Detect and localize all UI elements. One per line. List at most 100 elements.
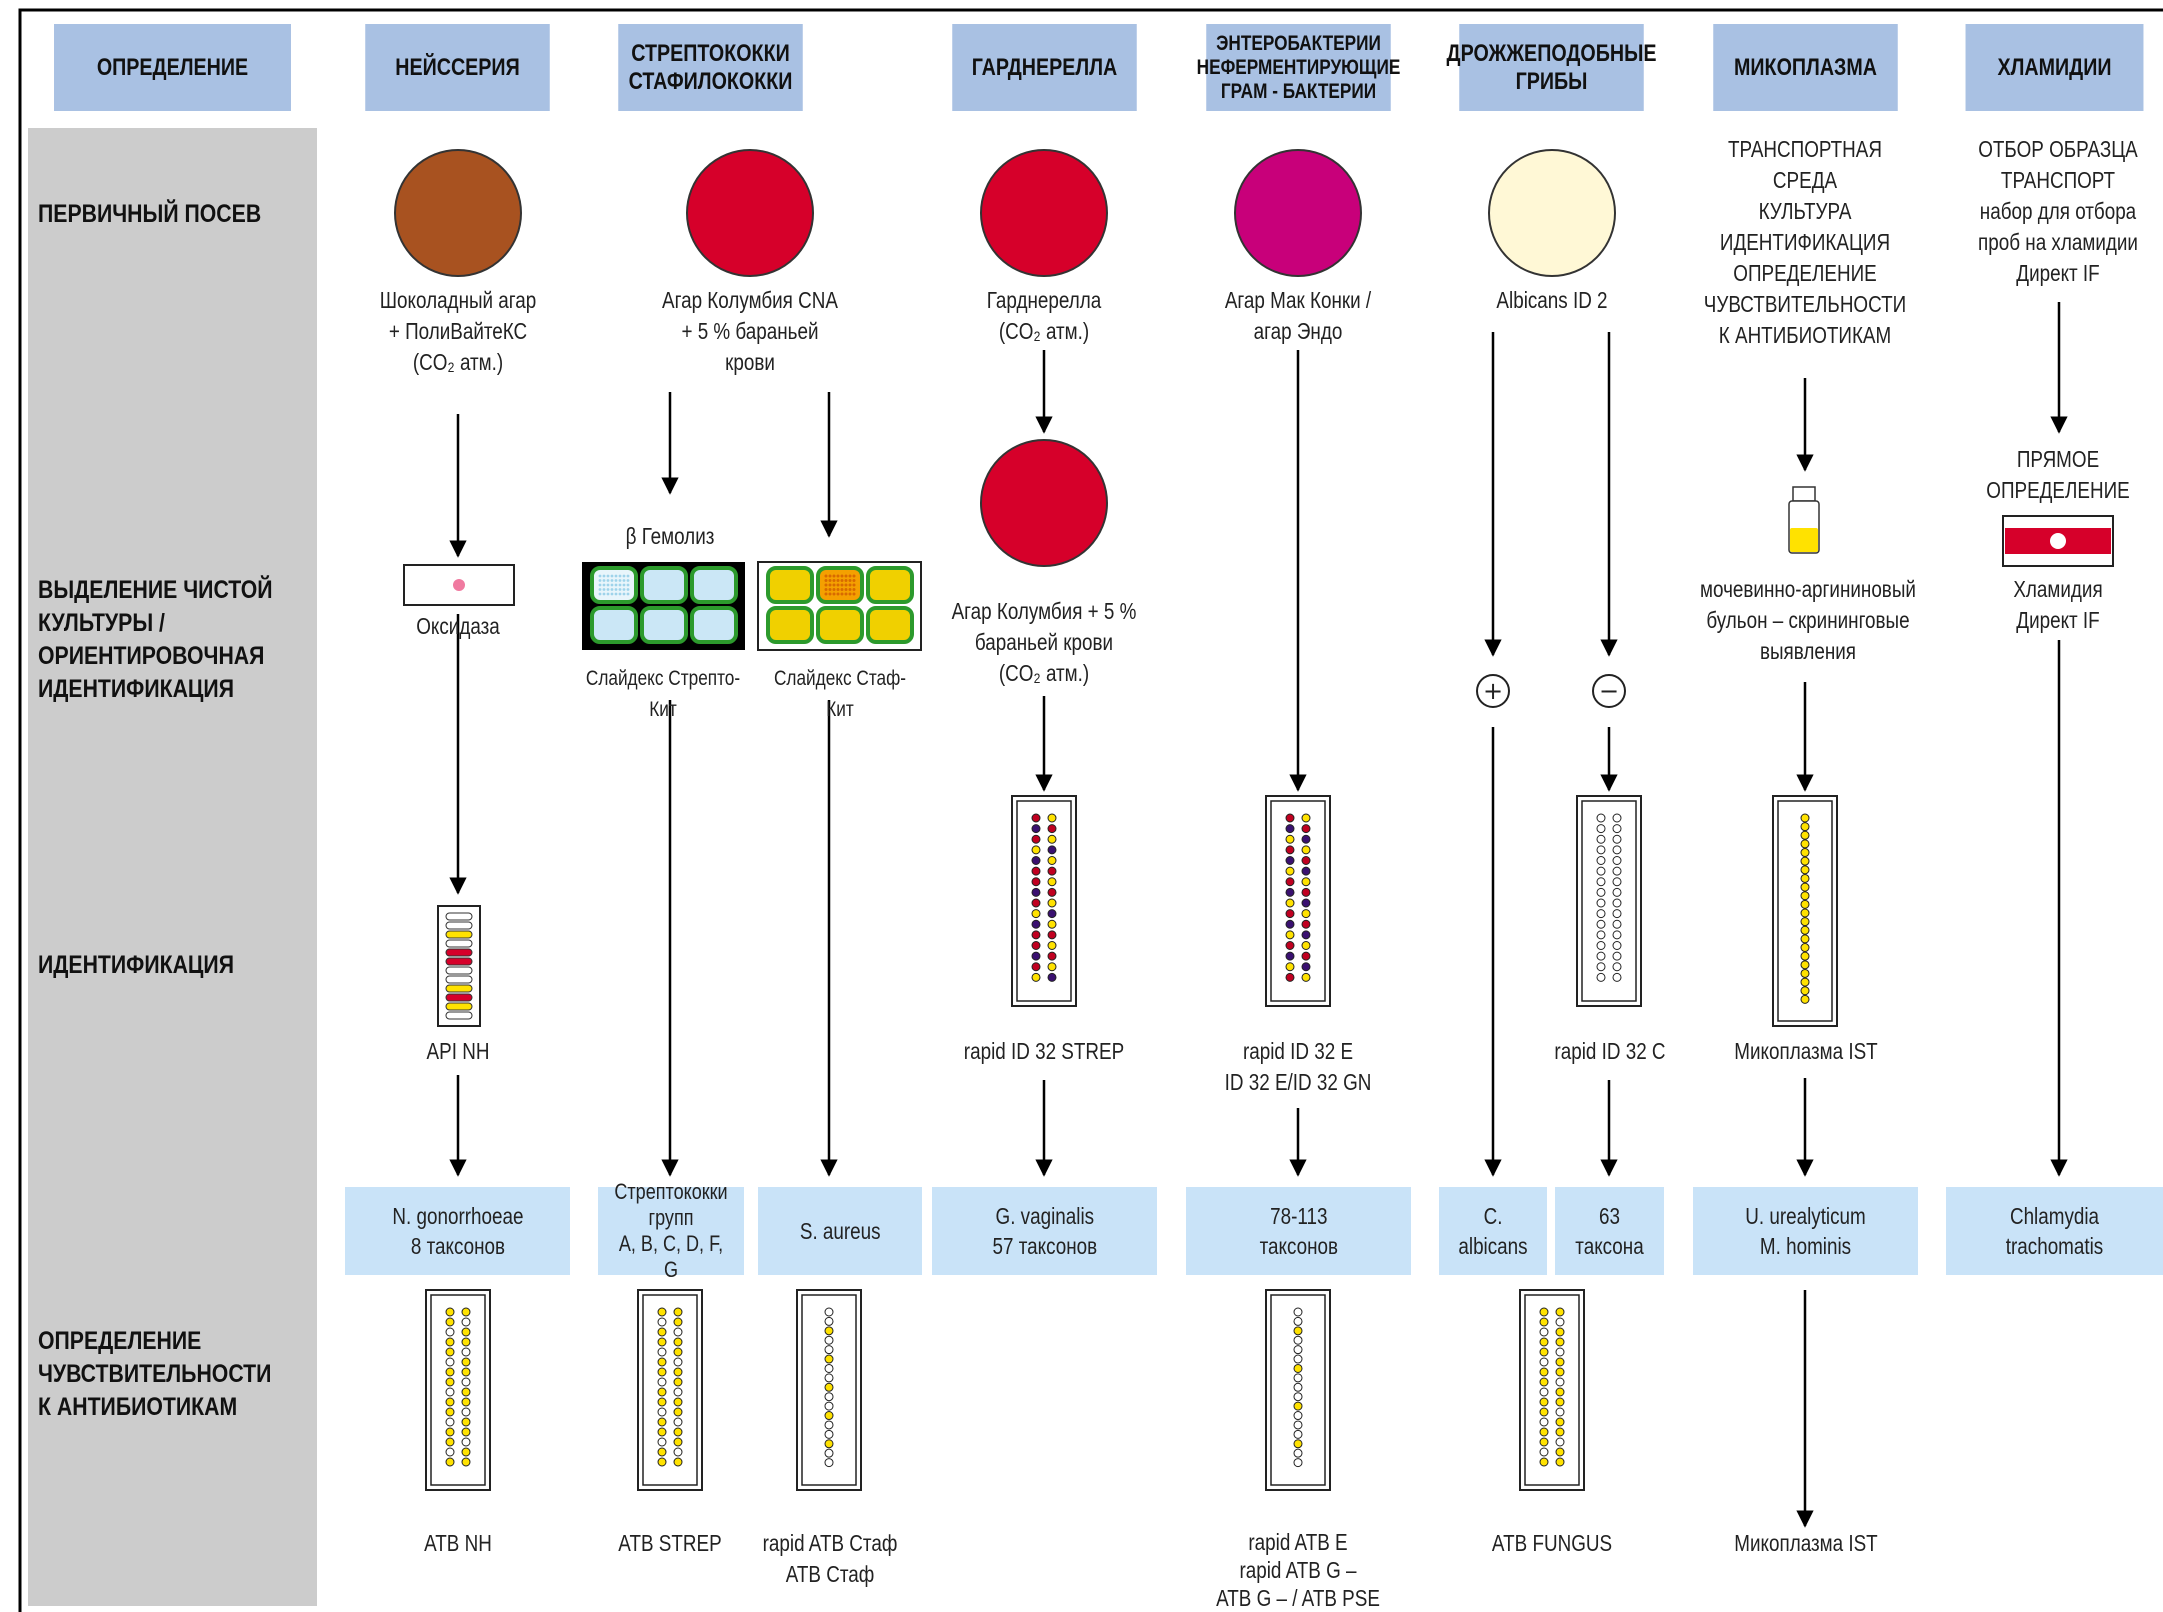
agglutination-dot [602, 588, 606, 591]
card-well [1031, 887, 1041, 897]
card-well [445, 1317, 455, 1327]
card-well [1285, 813, 1295, 823]
api-cupule [445, 957, 473, 966]
agglutination-dot [606, 592, 610, 596]
card-window [801, 1294, 857, 1486]
card-well [1293, 1373, 1303, 1383]
result-text: S. aureus [799, 1218, 881, 1244]
card-well [657, 1407, 667, 1417]
card-well [1293, 1392, 1303, 1402]
card-atb-nh [425, 1289, 491, 1491]
card-well [1539, 1417, 1549, 1427]
agglutination-dot [852, 579, 856, 582]
card-well [824, 1354, 834, 1364]
api-cupule [445, 993, 473, 1002]
card-well [1031, 919, 1041, 929]
card-well [657, 1427, 667, 1437]
card-well [1612, 887, 1622, 897]
card-well [1555, 1407, 1565, 1417]
card-well [1293, 1429, 1303, 1439]
card-well [673, 1377, 683, 1387]
card-well [1301, 813, 1311, 823]
card-well [1555, 1347, 1565, 1357]
agglutination-dot [840, 574, 844, 578]
label-oxidase: Оксидаза [416, 613, 500, 639]
card-well [1555, 1337, 1565, 1347]
card-well [1031, 834, 1041, 844]
agglutination-dot [602, 574, 606, 578]
header-text-line2: НЕФЕРМЕНТИРУЮЩИЕ [1196, 55, 1401, 79]
card-well [1047, 887, 1057, 897]
card-window [1581, 800, 1637, 1002]
card-well [1031, 845, 1041, 855]
card-well [1555, 1447, 1565, 1457]
api-cupule [445, 948, 473, 957]
agglutination-dot [836, 592, 840, 596]
header-chlamydia: ХЛАМИДИИ [1965, 24, 2144, 111]
card-well [824, 1326, 834, 1336]
header-text: НЕЙССЕРИЯ [395, 53, 520, 81]
columbia-blood-plate [980, 439, 1108, 567]
agglutination-dot [598, 592, 602, 596]
card-well [1800, 977, 1810, 987]
agglutination-dot [626, 574, 630, 578]
card-well [1800, 822, 1810, 832]
card-well [824, 1307, 834, 1317]
api-cupule [445, 921, 473, 930]
card-well [1047, 824, 1057, 834]
card-well [1612, 909, 1622, 919]
card-well [1285, 962, 1295, 972]
card-well [445, 1407, 455, 1417]
slidex-staph-well [816, 606, 864, 644]
card-well [824, 1411, 834, 1421]
agglutination-dot [622, 579, 626, 582]
agglutination-dot [840, 588, 844, 591]
card-well [1031, 951, 1041, 961]
card-well [1047, 898, 1057, 908]
agglutination-dot [824, 592, 828, 596]
card-well [461, 1427, 471, 1437]
plus-circle-icon [1476, 674, 1510, 708]
agglutination-dot [598, 574, 602, 578]
label-rapid-id32-e: rapid ID 32 E ID 32 E/ID 32 GN [1224, 1038, 1372, 1095]
card-well [1596, 898, 1606, 908]
card-well [1539, 1337, 1549, 1347]
result-staph-aureus: S. aureus [758, 1187, 922, 1275]
card-well [445, 1447, 455, 1457]
header-text-line2: ГРИБЫ [1515, 67, 1588, 95]
card-body [1011, 795, 1077, 1007]
card-well [1596, 856, 1606, 865]
slidex-staph-well [866, 606, 914, 644]
card-well [824, 1392, 834, 1402]
card-well [1596, 930, 1606, 940]
slidex-strep-well [640, 566, 688, 604]
agglutination-dot [610, 583, 614, 587]
card-well [1047, 919, 1057, 929]
agglutination-dot [828, 574, 832, 578]
card-well [1596, 866, 1606, 876]
card-window [1270, 800, 1326, 1002]
row-label-isolation: ВЫДЕЛЕНИЕ ЧИСТОЙ КУЛЬТУРЫ / ОРИЕНТИРОВОЧ… [38, 576, 273, 703]
agglutination-dot [836, 579, 840, 582]
result-gardnerella: G. vaginalis 57 таксонов [932, 1187, 1157, 1275]
label-chocolate-agar: Шоколадный агар + ПолиВайтеКС(CO₂ атм.) [360, 285, 557, 378]
card-well [1285, 824, 1295, 834]
result-text: Chlamydia trachomatis [2005, 1203, 2104, 1259]
agglutination-dot [828, 588, 832, 591]
card-well [1031, 962, 1041, 972]
card-well [824, 1439, 834, 1449]
card-well [657, 1347, 667, 1357]
card-window [1777, 800, 1833, 1022]
agglutination-dot [832, 579, 836, 582]
label-chocolate-agar-text: Шоколадный агар + ПолиВайтеКС [379, 287, 537, 344]
agglutination-dot [622, 588, 626, 591]
card-well [1301, 877, 1311, 887]
card-well [1293, 1401, 1303, 1411]
agglutination-dot [852, 583, 856, 587]
card-well [1555, 1367, 1565, 1377]
card-atb-strep [637, 1289, 703, 1491]
header-neisseria: НЕЙССЕРИЯ [365, 24, 550, 111]
card-well [1047, 834, 1057, 844]
card-well [1285, 909, 1295, 919]
card-well [1596, 962, 1606, 972]
